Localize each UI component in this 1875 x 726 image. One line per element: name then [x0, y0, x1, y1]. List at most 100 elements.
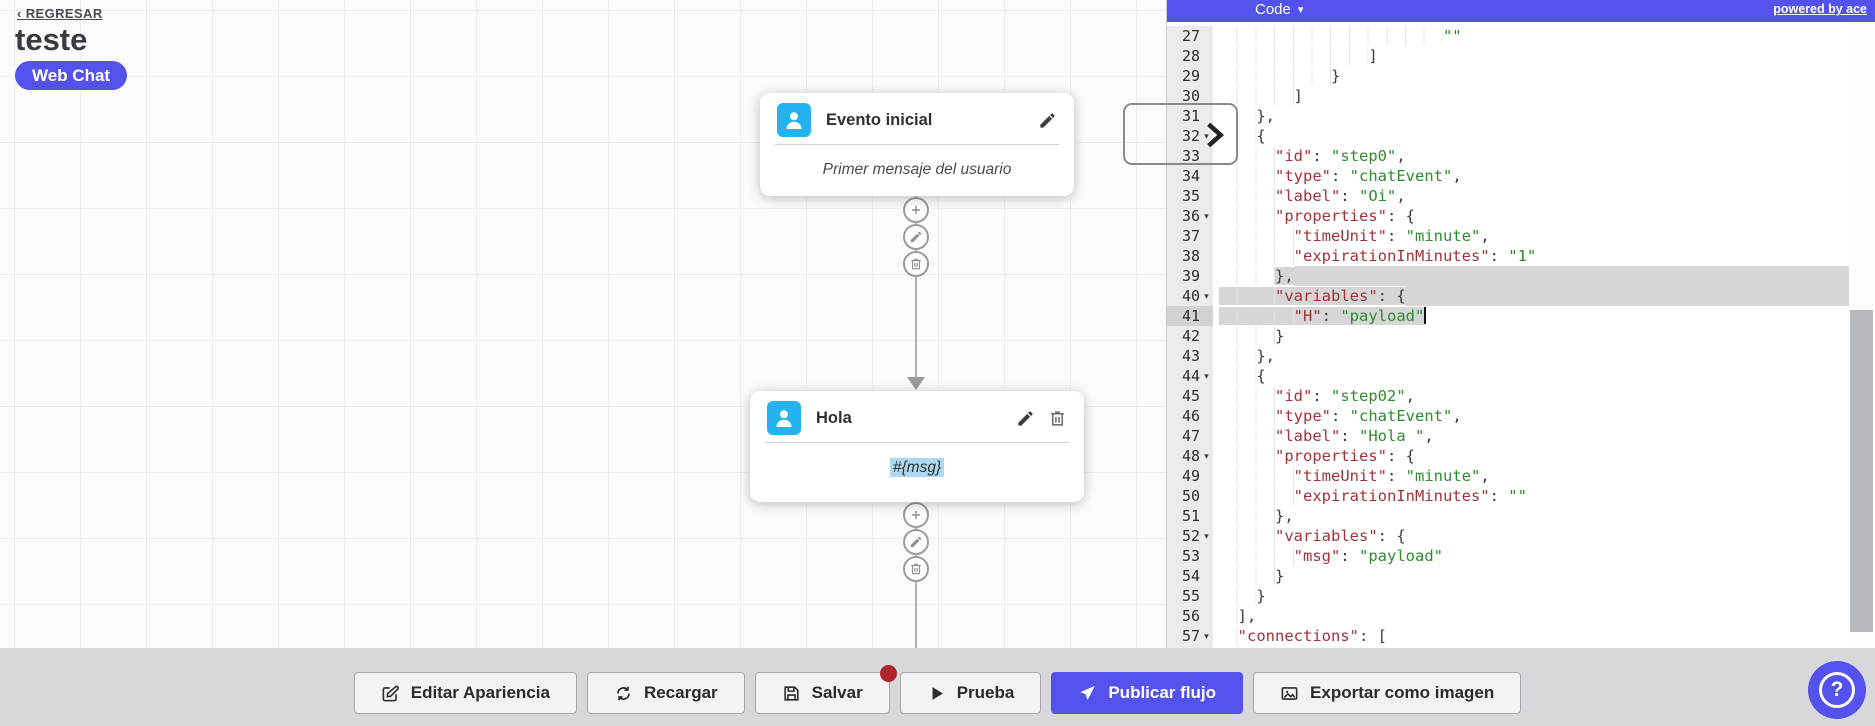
edit-connection-button[interactable] [903, 224, 929, 250]
gutter-cell: 38 [1167, 246, 1213, 266]
save-button[interactable]: Salvar [754, 665, 897, 714]
fold-arrow-icon[interactable]: ▾ [1204, 291, 1209, 301]
fold-arrow-icon[interactable]: ▾ [1204, 211, 1209, 221]
scrollbar-thumb[interactable] [1850, 310, 1873, 632]
gutter-cell: 30 [1167, 86, 1213, 106]
code-line-29[interactable]: 29 } [1167, 66, 1849, 86]
code-line-53[interactable]: 53 "msg": "payload" [1167, 546, 1849, 566]
editor-scrollbar[interactable] [1849, 22, 1875, 648]
code-line-31[interactable]: 31 }, [1167, 106, 1849, 126]
connector-line [915, 195, 917, 377]
edit-connection-button[interactable] [903, 529, 929, 555]
panel-collapse-button[interactable] [1123, 103, 1238, 165]
export-image-button[interactable]: Exportar como imagen [1253, 672, 1522, 714]
flow-node-hola[interactable]: Hola #{msg} [750, 391, 1084, 502]
delete-connection-button[interactable] [903, 251, 929, 277]
fold-spacer [1200, 546, 1213, 566]
user-icon [767, 401, 801, 435]
code-line-48[interactable]: 48▾ "properties": { [1167, 446, 1849, 466]
code-panel-header: Code▾ powered by ace [1167, 0, 1875, 22]
code-line-44[interactable]: 44▾ { [1167, 366, 1849, 386]
add-step-button[interactable] [903, 197, 929, 223]
code-editor[interactable]: 27 ""28 ]29 }30 ]31 },32▾ {33 "id": "ste… [1167, 22, 1849, 648]
code-line-49[interactable]: 49 "timeUnit": "minute", [1167, 466, 1849, 486]
code-line-41[interactable]: 41 "H": "payload" [1167, 306, 1849, 326]
fold-spacer [1200, 426, 1213, 446]
gutter-cell: 28 [1167, 46, 1213, 66]
gutter-cell: 44▾ [1167, 366, 1213, 386]
code-line-46[interactable]: 46 "type": "chatEvent", [1167, 406, 1849, 426]
gutter-cell: 40▾ [1167, 286, 1213, 306]
fold-spacer [1200, 266, 1213, 286]
gutter-cell: 35 [1167, 186, 1213, 206]
fold-spacer [1200, 306, 1213, 326]
code-line-45[interactable]: 45 "id": "step02", [1167, 386, 1849, 406]
node-header: Hola [750, 391, 1084, 442]
gutter-cell: 43 [1167, 346, 1213, 366]
gutter-cell: 34 [1167, 166, 1213, 186]
code-line-35[interactable]: 35 "label": "Oi", [1167, 186, 1849, 206]
code-mode-dropdown[interactable]: Code▾ [1255, 1, 1304, 18]
code-line-42[interactable]: 42 } [1167, 326, 1849, 346]
code-line-30[interactable]: 30 ] [1167, 86, 1849, 106]
code-line-52[interactable]: 52▾ "variables": { [1167, 526, 1849, 546]
gutter-cell: 41 [1167, 306, 1213, 326]
edit-appearance-button[interactable]: Editar Apariencia [353, 672, 577, 714]
code-line-58[interactable]: 58 { [1167, 646, 1849, 648]
powered-by-ace-link[interactable]: powered by ace [1773, 2, 1867, 16]
fold-spacer [1200, 606, 1213, 626]
gutter-cell: 48▾ [1167, 446, 1213, 466]
gutter-cell: 27 [1167, 26, 1213, 46]
code-line-43[interactable]: 43 }, [1167, 346, 1849, 366]
fold-spacer [1200, 326, 1213, 346]
code-line-39[interactable]: 39 }, [1167, 266, 1849, 286]
gutter-cell: 36▾ [1167, 206, 1213, 226]
fold-spacer [1200, 466, 1213, 486]
flow-node-evento-inicial[interactable]: Evento inicial Primer mensaje del usuari… [760, 93, 1074, 196]
gutter-cell: 47 [1167, 426, 1213, 446]
flow-canvas[interactable]: ‹ REGRESAR teste Web Chat Evento inicial… [0, 0, 1166, 648]
code-line-57[interactable]: 57▾ "connections": [ [1167, 626, 1849, 646]
code-line-36[interactable]: 36▾ "properties": { [1167, 206, 1849, 226]
code-line-55[interactable]: 55 } [1167, 586, 1849, 606]
fold-spacer [1200, 566, 1213, 586]
code-line-56[interactable]: 56 ], [1167, 606, 1849, 626]
reload-button[interactable]: Recargar [586, 672, 745, 714]
code-line-34[interactable]: 34 "type": "chatEvent", [1167, 166, 1849, 186]
code-line-28[interactable]: 28 ] [1167, 46, 1849, 66]
back-link[interactable]: ‹ REGRESAR [17, 6, 103, 21]
code-line-47[interactable]: 47 "label": "Hola ", [1167, 426, 1849, 446]
fold-arrow-icon[interactable]: ▾ [1204, 371, 1209, 381]
refresh-icon [617, 686, 630, 700]
fold-spacer [1200, 486, 1213, 506]
code-line-32[interactable]: 32▾ { [1167, 126, 1849, 146]
publish-flow-button[interactable]: Publicar flujo [1051, 672, 1244, 714]
gutter-cell: 49 [1167, 466, 1213, 486]
code-line-27[interactable]: 27 "" [1167, 26, 1849, 46]
fold-spacer [1200, 406, 1213, 426]
test-button[interactable]: Prueba [899, 672, 1042, 714]
code-line-37[interactable]: 37 "timeUnit": "minute", [1167, 226, 1849, 246]
edit-node-icon[interactable] [1016, 409, 1035, 428]
code-line-38[interactable]: 38 "expirationInMinutes": "1" [1167, 246, 1849, 266]
fold-arrow-icon[interactable]: ▾ [1204, 631, 1209, 641]
fold-arrow-icon[interactable]: ▾ [1204, 451, 1209, 461]
code-line-33[interactable]: 33 "id": "step0", [1167, 146, 1849, 166]
code-line-50[interactable]: 50 "expirationInMinutes": "" [1167, 486, 1849, 506]
help-button[interactable]: ? [1808, 661, 1866, 719]
gutter-cell: 46 [1167, 406, 1213, 426]
code-line-51[interactable]: 51 }, [1167, 506, 1849, 526]
delete-connection-button[interactable] [903, 556, 929, 582]
delete-node-icon[interactable] [1048, 409, 1067, 428]
user-icon [777, 103, 811, 137]
fold-arrow-icon[interactable]: ▾ [1204, 531, 1209, 541]
fold-arrow-icon[interactable]: ▾ [1204, 131, 1209, 141]
edit-node-icon[interactable] [1038, 111, 1057, 130]
code-line-54[interactable]: 54 } [1167, 566, 1849, 586]
add-step-button[interactable] [903, 502, 929, 528]
question-icon: ? [1819, 672, 1855, 708]
gutter-cell: 31 [1167, 106, 1213, 126]
gutter-cell: 33 [1167, 146, 1213, 166]
divider [765, 442, 1069, 443]
code-line-40[interactable]: 40▾ "variables": { [1167, 286, 1849, 306]
